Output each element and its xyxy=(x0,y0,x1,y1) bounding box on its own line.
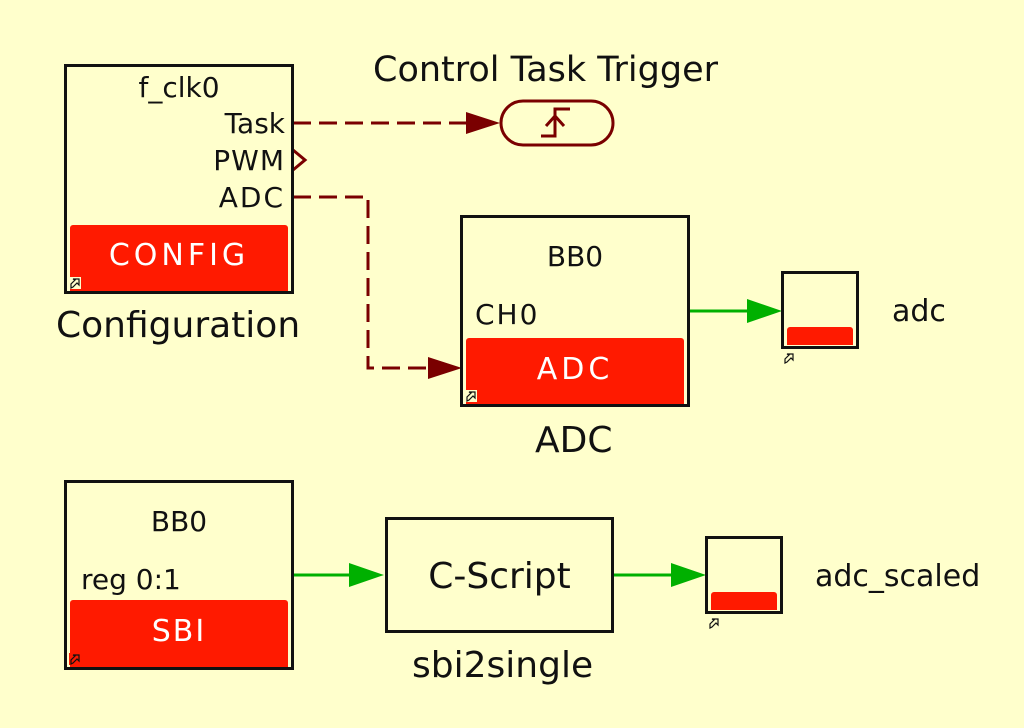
sbi-register: reg 0:1 xyxy=(81,563,181,596)
scaled-scope-block[interactable] xyxy=(705,536,783,614)
scaled-scope-caption: adc_scaled xyxy=(815,559,981,594)
sbi-board: BB0 xyxy=(150,505,208,538)
adc-board: BB0 xyxy=(546,240,604,273)
pwm-port-icon xyxy=(292,148,308,172)
wire-cscript-scope-arrow xyxy=(671,563,706,587)
cscript-caption: sbi2single xyxy=(412,645,594,686)
cscript-block[interactable]: C-Script xyxy=(385,517,614,633)
config-output-task: Task xyxy=(224,107,285,140)
wire-adc-trigger-arrow xyxy=(428,357,462,379)
trigger-block[interactable] xyxy=(499,99,615,147)
scope-label-bar xyxy=(787,327,853,345)
sbi-block[interactable]: BB0 reg 0:1 SBI xyxy=(64,480,294,670)
adc-block[interactable]: BB0 CH0 ADC xyxy=(460,215,690,407)
subsystem-link-icon xyxy=(69,277,81,289)
trigger-caption: Control Task Trigger xyxy=(373,50,719,90)
adc-channel: CH0 xyxy=(475,298,540,331)
wire-adc-trigger[interactable] xyxy=(293,195,432,370)
cscript-title: C-Script xyxy=(428,556,571,597)
config-clock-port: f_clk0 xyxy=(138,71,220,104)
rising-edge-trigger-icon xyxy=(541,107,570,138)
config-output-adc: ADC xyxy=(218,181,285,214)
sbi-type-label: SBI xyxy=(70,600,288,667)
wire-adc-scope-arrow xyxy=(747,299,782,323)
subsystem-link-icon xyxy=(784,353,794,364)
adc-caption: ADC xyxy=(535,420,613,461)
config-type-label: CONFIG xyxy=(70,225,288,291)
adc-scope-block[interactable] xyxy=(781,271,859,349)
scope-label-bar xyxy=(711,592,777,610)
config-caption: Configuration xyxy=(56,305,301,346)
subsystem-link-icon xyxy=(465,390,477,402)
adc-scope-caption: adc xyxy=(892,294,946,329)
subsystem-link-icon xyxy=(69,653,81,665)
wire-sbi-cscript-arrow xyxy=(349,563,384,587)
config-block[interactable]: f_clk0 Task PWM ADC CONFIG xyxy=(64,64,294,294)
subsystem-link-icon xyxy=(709,618,719,629)
adc-type-label: ADC xyxy=(466,338,684,404)
config-output-pwm: PWM xyxy=(213,144,285,177)
wire-task-arrow xyxy=(466,112,500,134)
